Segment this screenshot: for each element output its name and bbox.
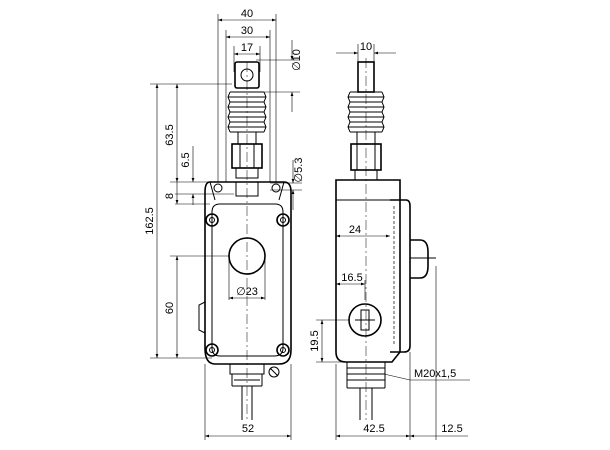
screw — [205, 213, 290, 357]
dim-width-top: 40 — [241, 8, 253, 20]
dim-inner-width: 30 — [241, 25, 253, 37]
dim-head-width: 17 — [241, 42, 253, 54]
dim-screw-height: 19.5 — [309, 330, 321, 351]
front-view: 40 30 17 ∅10 ∅5.3 — [144, 8, 305, 440]
side-view: 10 24 — [309, 41, 470, 440]
thread-label: M20x1,5 — [414, 368, 456, 380]
dim-lower-height: 60 — [164, 302, 176, 314]
front-housing — [204, 181, 292, 365]
dim-button-depth: 12.5 — [441, 423, 462, 435]
dim-inner-depth: 24 — [349, 224, 361, 236]
dim-gap-a: 6.5 — [180, 152, 192, 167]
dim-plunger-height: 63.5 — [164, 124, 176, 145]
dim-pin-width: 10 — [360, 41, 372, 53]
dim-hole-diameter-small: ∅5.3 — [293, 158, 305, 183]
dim-pin-diameter: ∅10 — [291, 49, 303, 71]
dim-total-height: 162.5 — [144, 207, 156, 235]
dim-base-width: 52 — [242, 423, 254, 435]
dim-body-depth: 42.5 — [363, 423, 384, 435]
dim-window-diameter: ∅23 — [236, 286, 258, 298]
dim-gap-b: 8 — [164, 193, 176, 199]
side-housing — [335, 179, 401, 363]
dim-offset: 16.5 — [341, 272, 362, 284]
side-button — [410, 239, 429, 279]
bellows — [227, 91, 267, 133]
